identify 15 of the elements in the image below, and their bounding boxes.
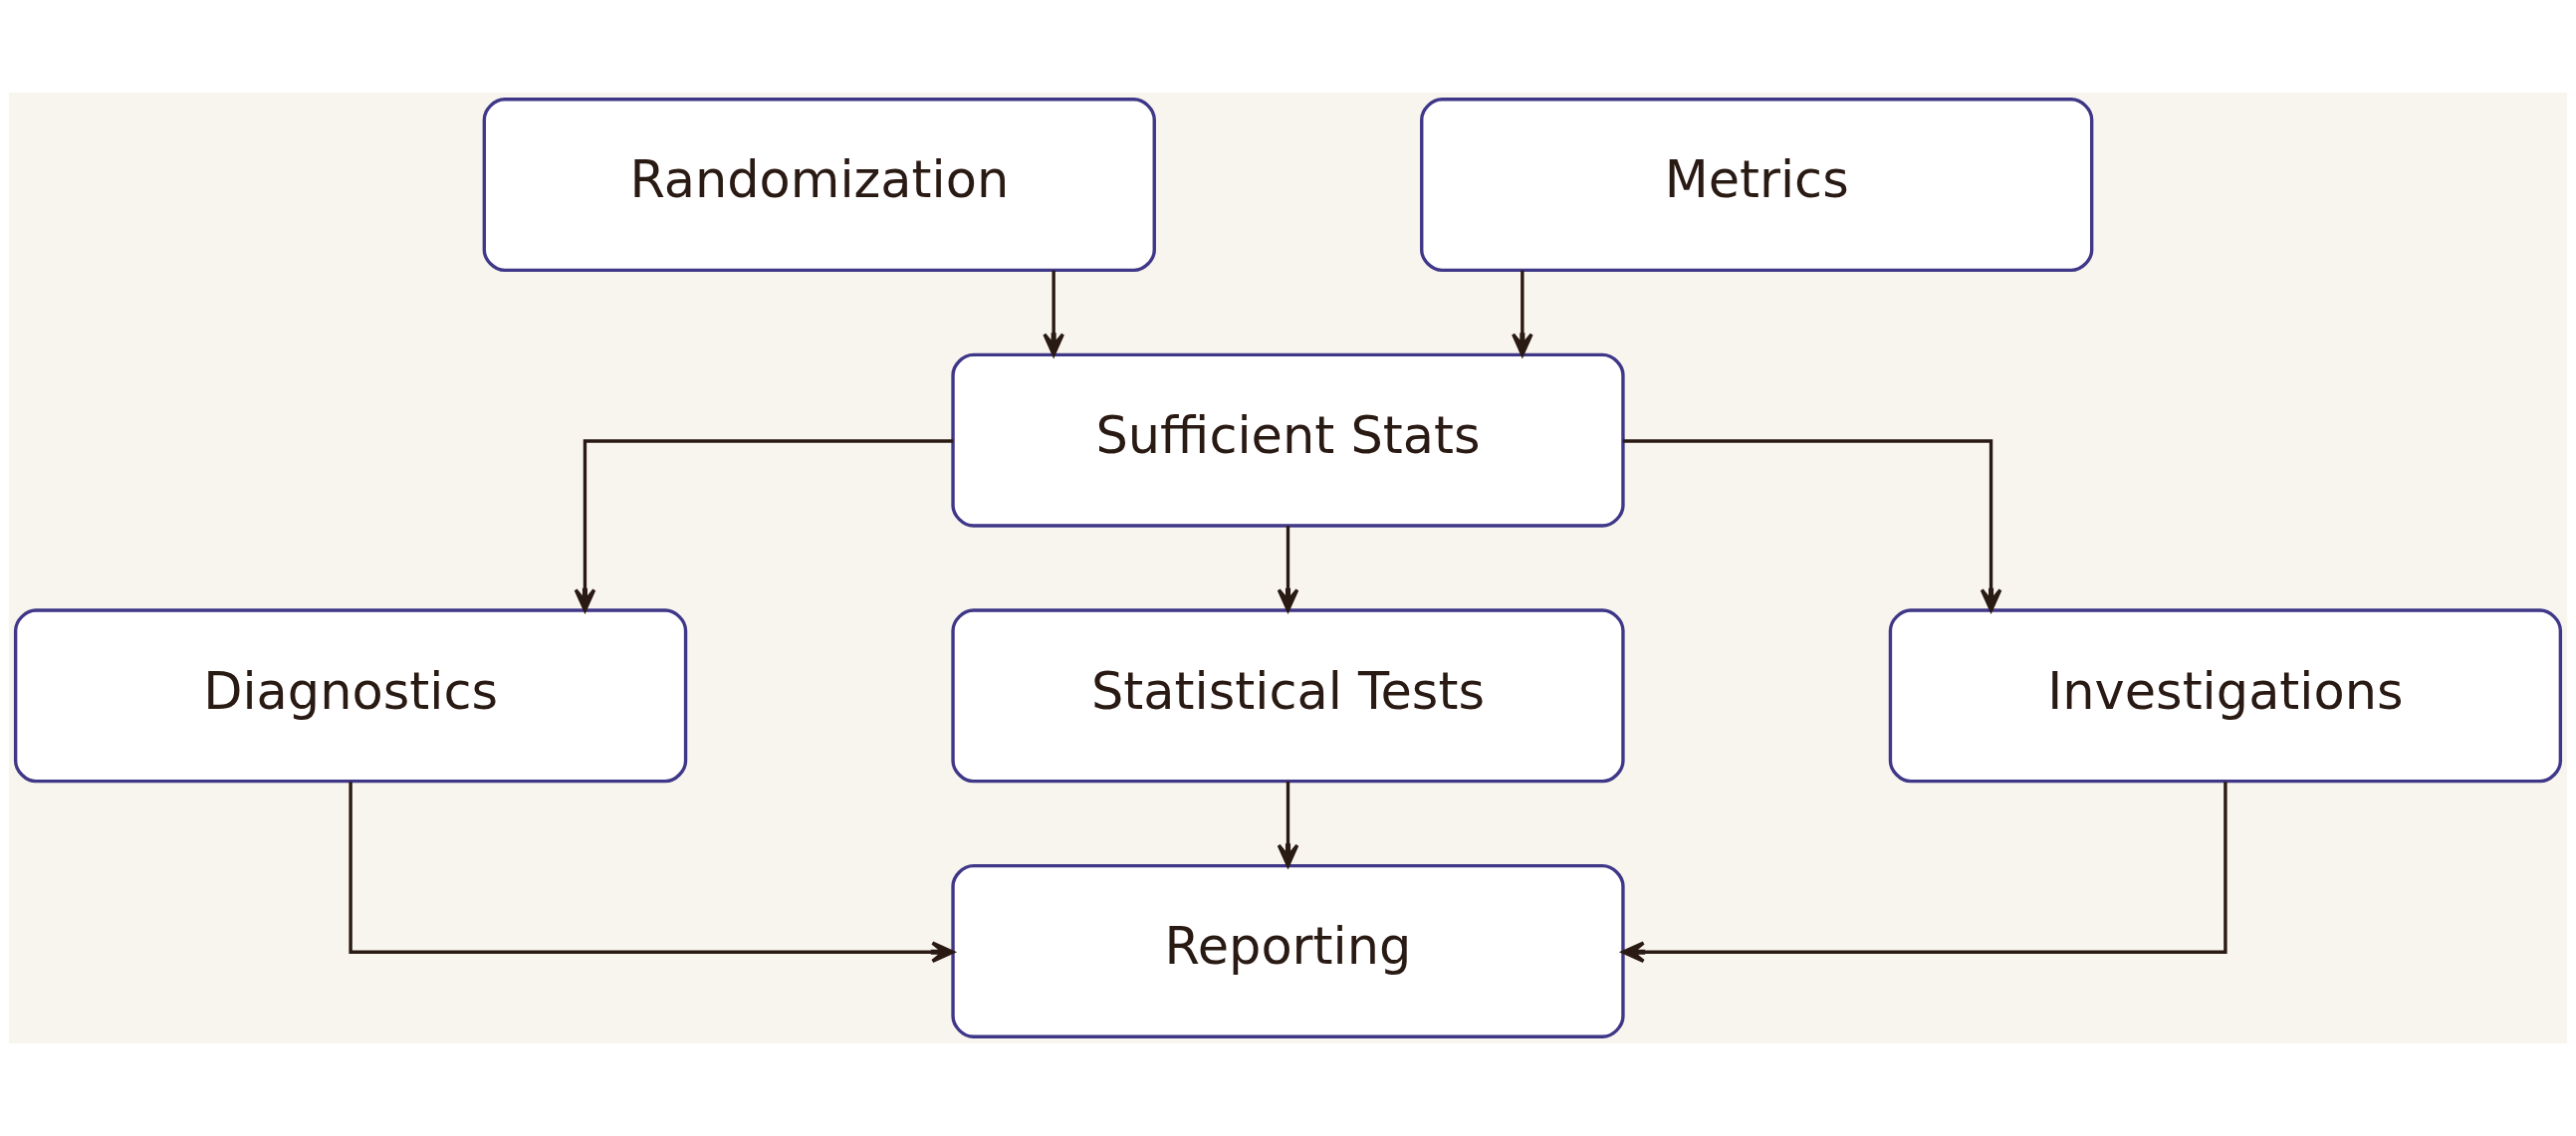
node-box: Metrics [1420, 98, 2094, 273]
arrow [1277, 781, 1299, 868]
node-box: Investigations [1888, 608, 2563, 784]
arrow [349, 782, 955, 964]
arrow [1621, 782, 2227, 964]
arrow [574, 439, 953, 612]
node-box: Reporting [951, 863, 1625, 1038]
node-box: Statistical Tests [951, 608, 1625, 784]
arrow [1623, 439, 2002, 612]
arrow [1512, 270, 1533, 356]
node-box: Randomization [482, 98, 1156, 273]
arrow [1043, 270, 1064, 356]
arrow [1277, 526, 1299, 612]
node-box: Sufficient Stats [951, 352, 1625, 528]
node-box: Diagnostics [13, 608, 688, 784]
